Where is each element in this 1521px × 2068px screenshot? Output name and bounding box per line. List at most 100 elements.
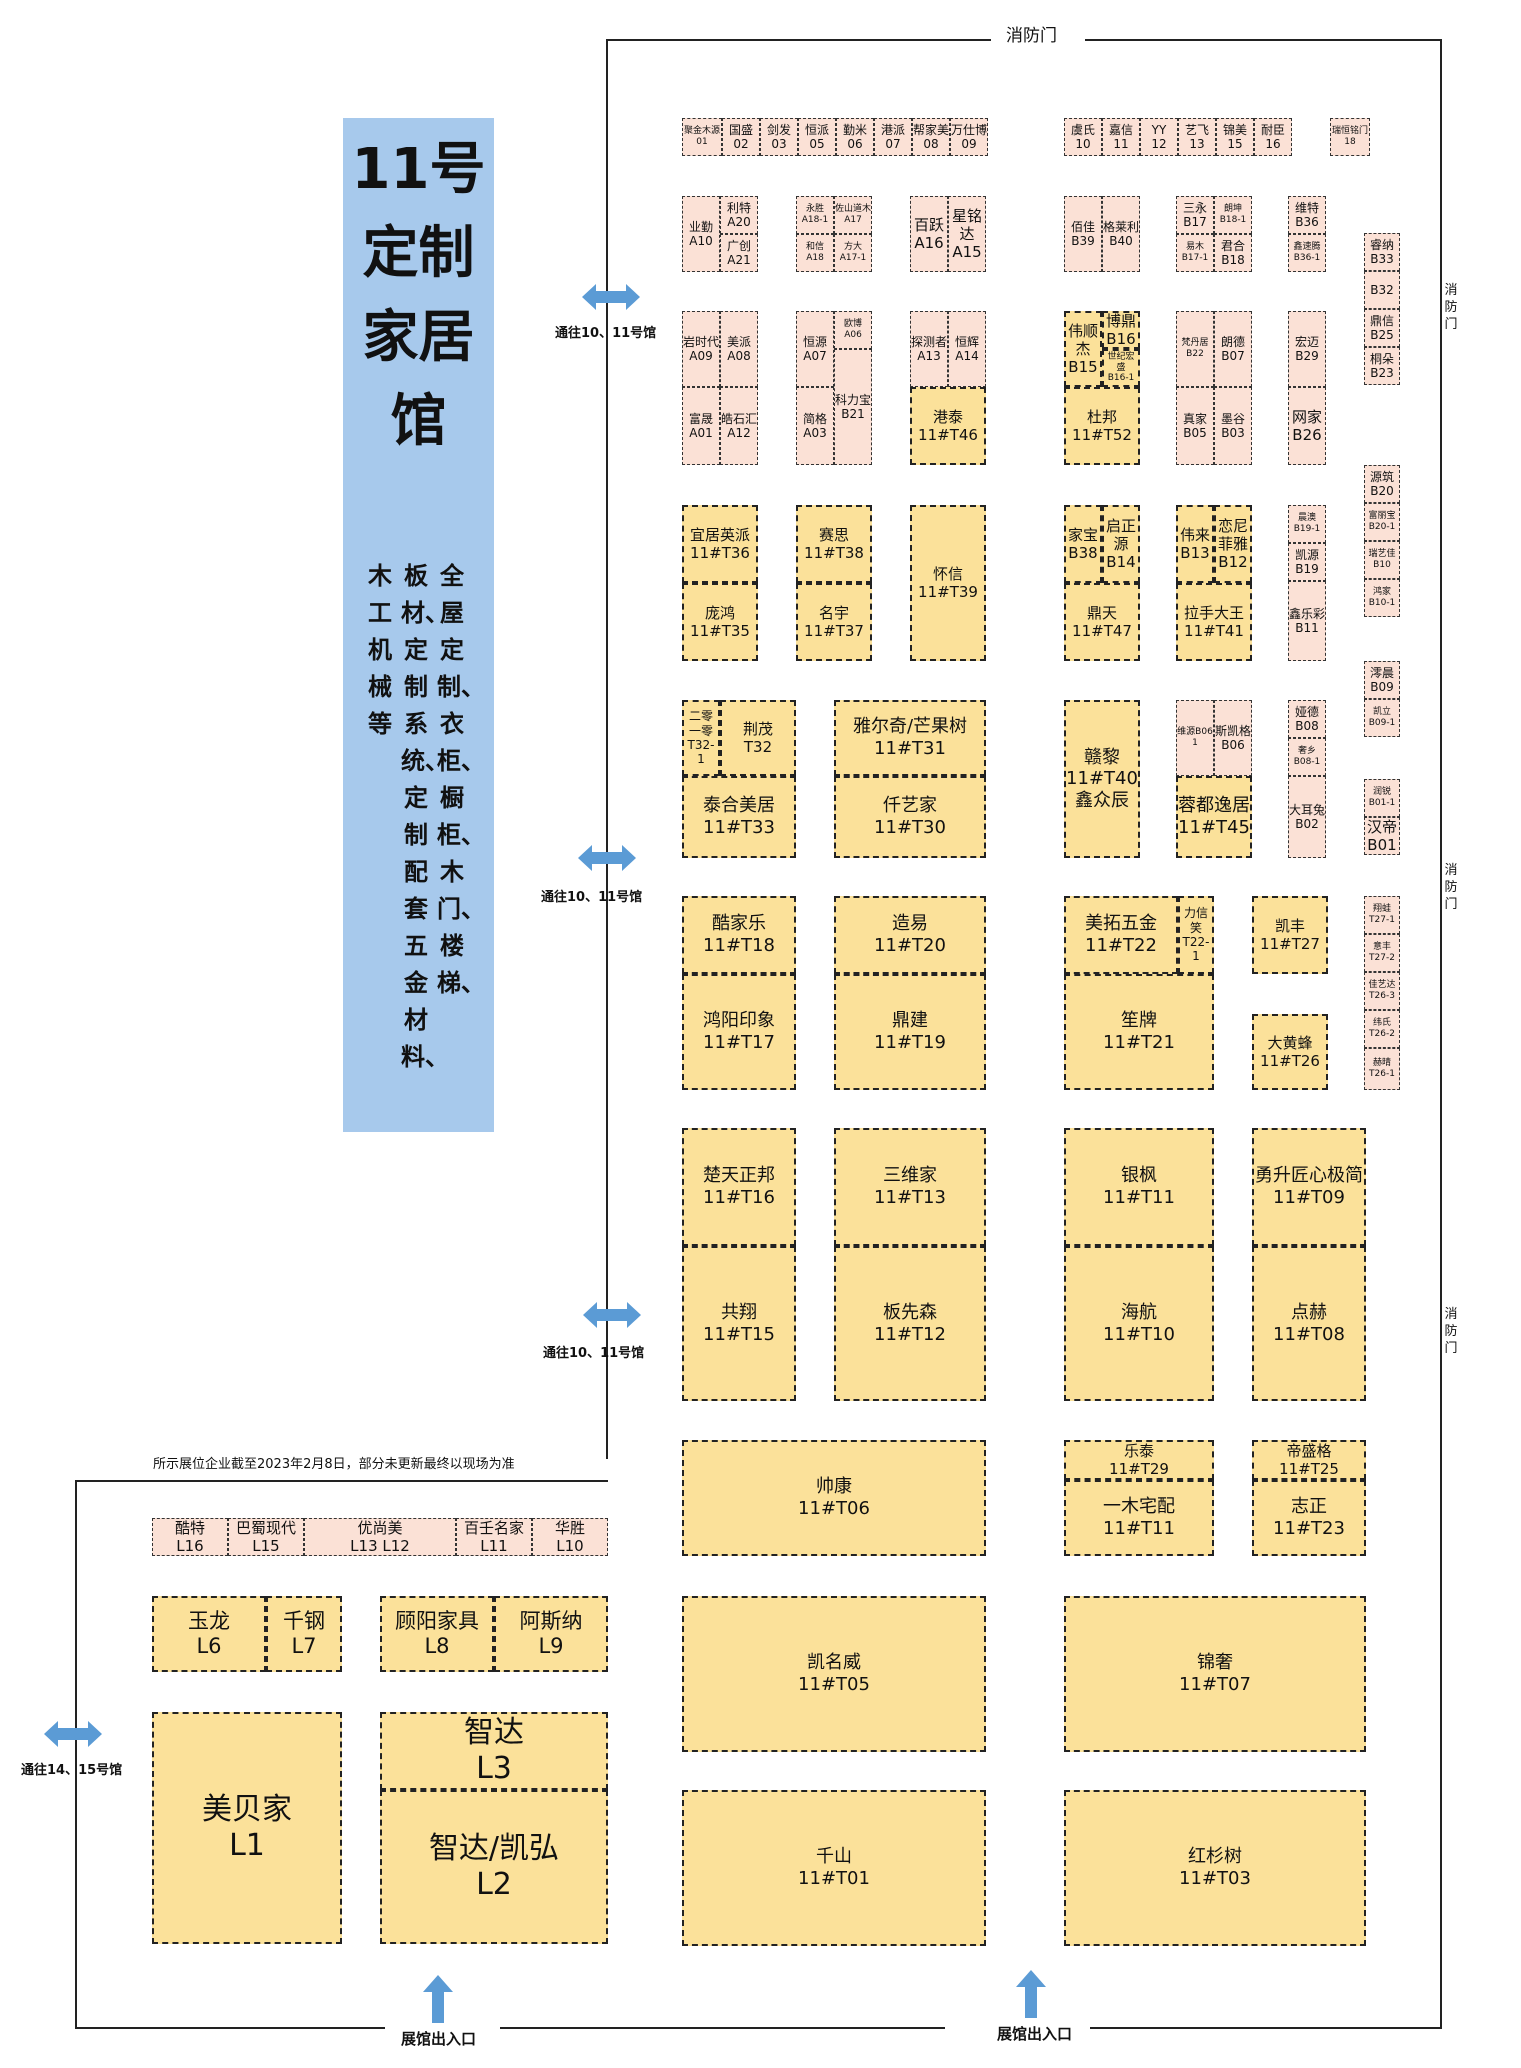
booth-b32[interactable]: B32 <box>1364 271 1400 309</box>
